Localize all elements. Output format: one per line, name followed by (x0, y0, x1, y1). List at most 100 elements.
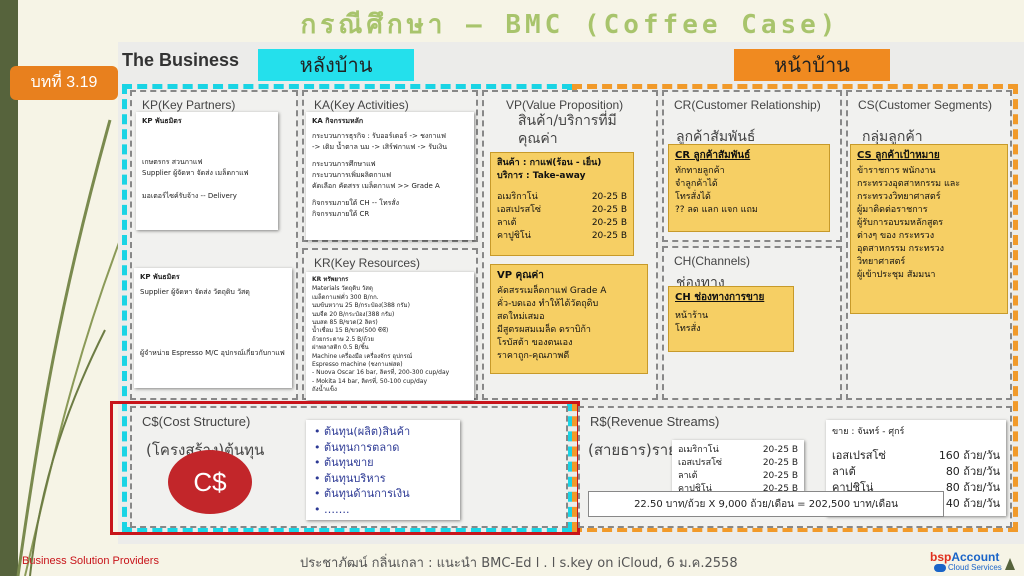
customer-relationship-title: CR(Customer Relationship) (674, 98, 821, 112)
cr-card-line: จำลูกค้าได้ (675, 179, 718, 189)
ka-card-line: คัดเลือก คัดสรร เมล็ดกาแฟ >> Grade A (312, 182, 440, 190)
vp-value-line: คัดสรรเมล็ดกาแฟ Grade A (497, 286, 607, 296)
kr-card-title: KR ทรัพยากร (312, 276, 349, 283)
kr-card-line: ฝาพลาสติก 0.5 B/ชิ้น (312, 344, 369, 352)
lesson-badge: บทที่ 3.19 (10, 66, 118, 100)
next-slide-arrow-icon[interactable] (1005, 558, 1015, 570)
cost-highlight-frame (110, 401, 580, 535)
revenue-price-name: อเมริกาโน่ (678, 445, 719, 455)
cost-structure-title: C$(Cost Structure) (142, 414, 251, 429)
kp-card-1: KP พันธมิตร เกษตรกร สวนกาแฟ Supplier ผู้… (136, 112, 278, 230)
vp-price-value: 20-25 B (591, 192, 627, 202)
left-stripe (0, 0, 18, 576)
sales-qty: 80 ถ้วย/วัน (945, 481, 1000, 494)
vp-service-label: บริการ : Take-away (497, 171, 586, 181)
cs-card-line: ต่างๆ ของ กระทรวง (857, 231, 935, 241)
revenue-price-card: อเมริกาโน่ 20-25 B เอสเปรสโซ่ 20-25 B ลาเต… (672, 440, 804, 492)
brand-logo: bspAccount Cloud Services (930, 550, 1018, 574)
ch-card-line: หน้าร้าน (675, 311, 709, 321)
ka-card-line: -> เติม น้ำตาล นม -> เสิร์ฟกาแฟ -> รับเง… (312, 143, 447, 151)
kr-card-line: นมจืด 20 B/กระป๋อง(388 กรัม) (312, 310, 395, 318)
kp-card-1-line: มอเตอร์ไซค์รับจ้าง -- Delivery (142, 192, 237, 200)
vp-price-value: 20-25 B (591, 231, 627, 241)
vp-price-name: ลาเต้ (497, 218, 517, 228)
sales-name: ลาเต้ (832, 465, 856, 478)
vp-price-name: เอสเปรสโซ่ (497, 205, 542, 215)
cost-item: • ต้นทุนด้านการเงิน (314, 487, 410, 500)
footer-credit: ประชาภัฒน์ กลิ่นเกลา : แนะนำ BMC-Ed l . … (300, 556, 738, 571)
ka-card-line: กิจกรรมภายใต้ CH -- โทรสั่ง (312, 199, 400, 207)
cr-card-line: โทรสั่งได้ (675, 192, 711, 202)
vp-value-line: ราคาถูก-คุณภาพดี (497, 351, 570, 361)
channels-title: CH(Channels) (674, 254, 751, 268)
ka-card-title: KA กิจกรรมหลัก (312, 117, 364, 125)
kp-card-1-line: เกษตรกร สวนกาแฟ (142, 158, 203, 166)
canvas-heading: The Business (122, 50, 240, 70)
kr-card-line: ถังน้ำแข็ง (312, 386, 337, 394)
kp-card-1-title: KP พันธมิตร (142, 117, 182, 125)
revenue-price-value: 20-25 B (762, 484, 798, 492)
cs-card: CS ลูกค้าเป้าหมาย ข้าราชการ พนักงาน กระท… (850, 144, 1008, 314)
kp-card-2-line: Supplier ผู้จัดหา จัดส่ง วัตถุดิบ วัสดุ (140, 288, 250, 296)
ka-card-line: กิจกรรมภายใต้ CR (312, 210, 370, 218)
sales-title: ขาย : จันทร์ - ศุกร์ (832, 427, 905, 437)
revenue-streams-sub: (สายธาร)รายได้ (588, 441, 695, 459)
cs-card-line: ผู้เข้าประชุม สัมมนา (857, 270, 936, 280)
vp-value-line: สดใหม่เสมอ (497, 312, 545, 322)
revenue-price-name: เอสเปรสโซ่ (678, 458, 723, 468)
vp-value-card: VP คุณค่า คัดสรรเมล็ดกาแฟ Grade A คั่ว-บ… (490, 264, 648, 374)
vp-price-name: อเมริกาโน่ (497, 192, 538, 202)
sales-row: 40 ถ้วย/วัน (832, 496, 1000, 512)
cost-item: • ต้นทุน(ผลิต)สินค้า (314, 425, 411, 438)
ka-card-line: กระบวนการธุรกิจ : รับออร์เดอร์ -> ชงกาแฟ (312, 132, 446, 140)
cr-card-line: ?? ลด แลก แจก แถม (675, 205, 758, 215)
cost-item: • ต้นทุนการตลาด (314, 440, 400, 454)
cost-item: • ต้นทุนขาย (314, 456, 374, 469)
sales-row: เอสเปรสโซ่160 ถ้วย/วัน (832, 448, 1000, 464)
customer-segments-title: CS(Customer Segments) (858, 98, 993, 112)
cs-card-title: CS ลูกค้าเป้าหมาย (857, 150, 940, 161)
brand-name: bspAccount (930, 550, 999, 564)
cs-card-line: กระทรวงวิทยาศาสตร์ (857, 192, 941, 202)
front-office-header: หน้าบ้าน (734, 49, 890, 81)
grass-decoration (16, 119, 120, 576)
cs-card-line: ผู้รับการอบรมหลักสูตร (857, 218, 944, 228)
kp-card-2-line: ผู้จำหน่าย Espresso M/C อุปกรณ์เกี่ยวกับ… (140, 349, 285, 357)
cloud-icon (934, 564, 946, 572)
cr-card: CR ลูกค้าสัมพันธ์ ทักทายลูกค้า จำลูกค้าไ… (668, 144, 830, 232)
revenue-price-row: ลาเต้20-25 B (678, 470, 798, 483)
vp-product-card: สินค้า : กาแฟ(ร้อน - เย็น) บริการ : Take… (490, 152, 634, 256)
kr-card-line: - Mokita 14 bar, ลิตรที่, 50-100 cup/day (312, 377, 427, 385)
kr-card: KR ทรัพยากร Materials วัตถุดิบ วัสดุ เมล… (306, 272, 474, 400)
revenue-price-row: คาปูชิโน่ 20-25 B (678, 483, 798, 492)
revenue-streams-title: R$(Revenue Streams) (590, 414, 720, 429)
revenue-formula: 22.50 บาท/ถ้วย X 9,000 ถ้วย/เดือน = 202,… (588, 491, 944, 517)
cost-item: • ……. (314, 502, 350, 516)
ch-card-line: โทรสั่ง (675, 324, 701, 334)
cr-card-line: ทักทายลูกค้า (675, 166, 725, 176)
sales-qty: 80 ถ้วย/วัน (945, 465, 1000, 478)
vp-price-row: ลาเต้ 20-25 B (497, 217, 627, 230)
kr-card-line: - Nuova Oscar 16 bar, ลิตรที่, 200-300 c… (312, 369, 450, 377)
sales-row: ลาเต้ 80 ถ้วย/วัน (832, 464, 1000, 480)
sales-name: เอสเปรสโซ่ (832, 449, 886, 462)
sales-qty: 40 ถ้วย/วัน (945, 497, 1000, 510)
vp-price-row: เอสเปรสโซ่20-25 B (497, 204, 627, 217)
cs-card-line: กระทรวงอุตสาหกรรม และ (857, 179, 961, 189)
cost-item: • ต้นทุนบริหาร (314, 471, 386, 485)
ka-card-line: กระบวนการเพิ่มผลิตกาแฟ (312, 171, 392, 179)
kp-card-2-title: KP พันธมิตร (140, 273, 180, 281)
vp-price-value: 20-25 B (591, 218, 627, 228)
cs-card-line: วิทยาศาสตร์ (857, 257, 906, 267)
revenue-price-value: 20-25 B (762, 471, 798, 481)
cs-card-line: อุตสาหกรรม กระทรวง (857, 244, 944, 254)
footer-company: Business Solution Providers (22, 555, 159, 567)
brand-prefix: bsp (930, 550, 952, 564)
vp-price-row: อเมริกาโน่ 20-25 B (497, 191, 627, 204)
kr-card-line: ถ้วยกระดาษ 2.5 B/ถ้วย (312, 335, 374, 343)
vp-value-title: VP คุณค่า (497, 270, 544, 281)
ch-card-title: CH ช่องทางการขาย (675, 292, 765, 303)
revenue-price-name: คาปูชิโน่ (678, 484, 712, 492)
key-activities-title: KA(Key Activities) (314, 98, 409, 112)
brand-accent: Account (951, 550, 1000, 564)
